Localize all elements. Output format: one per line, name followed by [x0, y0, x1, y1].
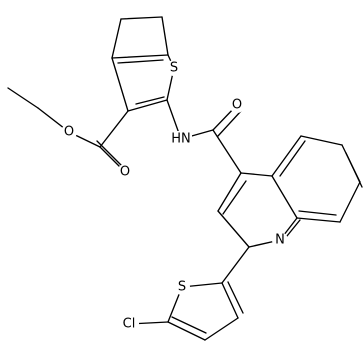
atom-label-O2: O — [120, 165, 130, 180]
atom-O1: O — [61, 124, 77, 140]
bond-line — [96, 140, 123, 167]
atom-label-layer: S O O HN O N S Cl — [61, 60, 288, 332]
bond-line — [7, 87, 39, 109]
atom-label-S2: S — [178, 280, 186, 295]
bond-line — [135, 96, 165, 105]
atom-label-O1: O — [64, 125, 74, 140]
atom-O3: O — [229, 97, 245, 113]
bond-line — [271, 175, 298, 219]
atom-Cl1: Cl — [119, 316, 139, 332]
bond-line — [279, 140, 306, 177]
bond-line — [212, 129, 242, 174]
bond-line — [217, 172, 242, 212]
atom-N1: N — [272, 232, 288, 248]
bond-line — [111, 54, 169, 59]
bond-line — [217, 110, 242, 137]
bond-line — [117, 59, 164, 64]
atom-label-NH: HN — [171, 132, 191, 147]
bond-line — [167, 321, 206, 341]
bond-line — [296, 217, 341, 223]
bond-line — [227, 281, 244, 314]
bond-line — [221, 282, 239, 319]
bond-line — [240, 172, 273, 177]
atom-O2: O — [117, 164, 133, 180]
atom-label-Cl1: Cl — [123, 317, 136, 332]
bond-line — [217, 210, 250, 248]
bond-line — [127, 99, 168, 112]
bond-line — [300, 135, 343, 146]
bond-line — [111, 57, 129, 112]
bond-line — [161, 16, 169, 56]
atom-S2: S — [174, 279, 190, 295]
bond-line — [171, 316, 207, 334]
bond-line — [298, 210, 337, 216]
atom-label-N1: N — [275, 233, 285, 248]
bond-line — [99, 110, 129, 148]
bond-line — [120, 16, 163, 20]
bond-line — [204, 317, 239, 341]
bond-line — [222, 180, 247, 215]
atom-label-S1: S — [170, 61, 178, 76]
atom-label-O3: O — [232, 98, 242, 113]
bond-line — [111, 18, 122, 59]
bond-line — [271, 135, 302, 177]
atom-NH: HN — [170, 131, 192, 147]
atom-S1: S — [166, 60, 182, 76]
bond-line — [345, 152, 363, 188]
bond-line — [339, 181, 361, 223]
bond-line — [221, 246, 250, 284]
bond-line — [286, 219, 301, 237]
